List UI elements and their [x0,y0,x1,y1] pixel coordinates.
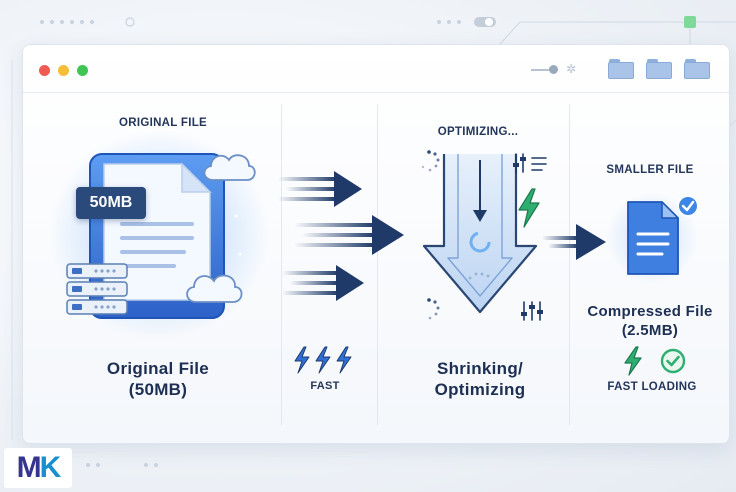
smaller-file-heading: SMALLER FILE [606,164,694,176]
original-file-caption: Original File (50MB) [106,359,210,399]
slider-track [531,69,551,71]
folder-icon[interactable] [608,59,634,79]
check-badge-icon [677,195,699,217]
close-dot[interactable] [39,65,50,76]
funnel-arrow-icon [422,154,538,314]
slider-icon[interactable] [549,65,558,74]
file-size-badge: 50MB [76,187,146,219]
arrow-right-icon [542,224,606,260]
section-divider [569,105,570,425]
minimize-dot[interactable] [58,65,69,76]
cloud-icon [186,274,243,303]
sliders-icon [521,301,543,321]
optimizing-caption: Shrinking/ Optimizing [434,359,526,399]
spinner-icon [421,150,440,172]
logo-text: MK [16,451,62,484]
arrow-right-icon [278,171,404,301]
gear-icon[interactable]: ✲ [566,62,577,76]
sliders-icon [513,153,547,173]
lightning-icon [518,188,540,228]
title-bar: ✲ [23,45,729,93]
compressed-file-caption: Compressed File (2.5MB) [587,303,713,339]
fast-loading-caption: FAST LOADING [607,381,697,393]
folder-icon[interactable] [684,59,710,79]
brand-logo: MK [4,448,72,488]
maximize-dot[interactable] [77,65,88,76]
lightning-icon [624,346,642,376]
original-file-heading: ORIGINAL FILE [118,117,208,129]
lightning-icon [294,346,352,374]
optimizing-heading: OPTIMIZING... [437,126,519,138]
folder-icon[interactable] [646,59,672,79]
server-icon [66,263,128,315]
document-icon [606,192,698,284]
fast-caption: FAST [310,380,340,392]
spinner-icon [427,298,440,320]
check-circle-icon [660,348,686,374]
section-divider [281,105,282,425]
cloud-icon [203,154,256,181]
section-divider [377,105,378,425]
